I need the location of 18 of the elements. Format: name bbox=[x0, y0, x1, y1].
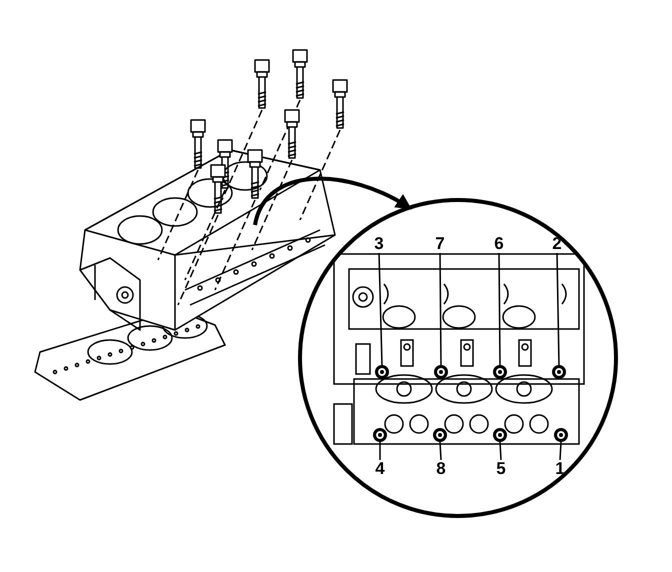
leader-line bbox=[498, 253, 501, 365]
curved-arrow bbox=[253, 176, 412, 226]
bolt-head bbox=[434, 365, 448, 379]
leader-line bbox=[559, 442, 562, 460]
leader-line bbox=[379, 442, 381, 460]
callout-number: 1 bbox=[553, 460, 567, 478]
bolt-head bbox=[493, 428, 507, 442]
bolt-head bbox=[373, 428, 387, 442]
leader-line bbox=[556, 252, 560, 366]
bolt-head bbox=[433, 428, 447, 442]
bolt-head bbox=[493, 365, 507, 379]
bolt-head bbox=[375, 365, 389, 379]
bolt-head bbox=[552, 365, 566, 379]
leader-line bbox=[439, 442, 442, 460]
leader-line bbox=[499, 442, 502, 460]
leader-line bbox=[378, 252, 383, 366]
bolt-head bbox=[554, 428, 568, 442]
leader-line bbox=[439, 253, 442, 365]
